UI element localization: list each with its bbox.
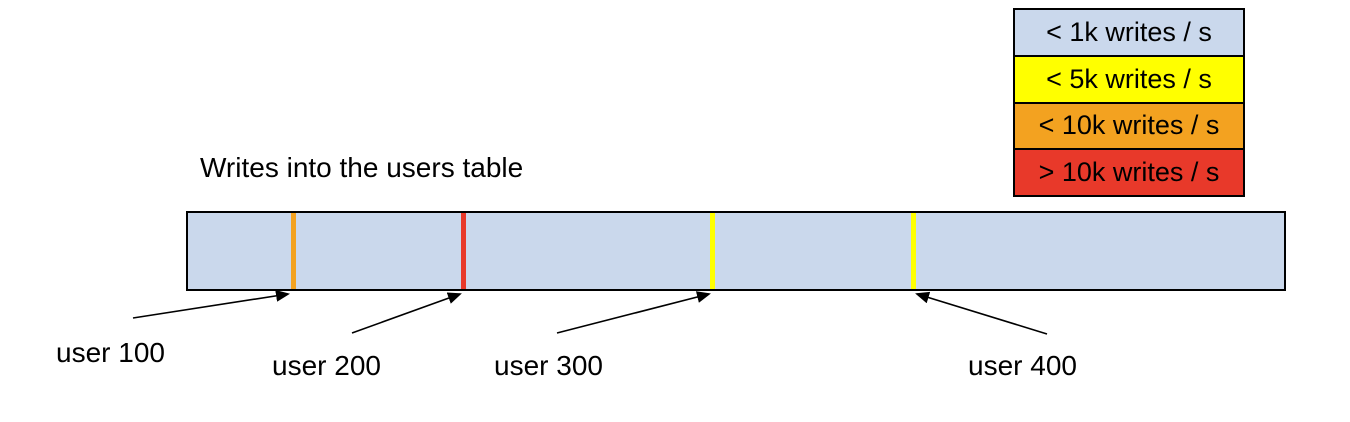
- diagram-title: Writes into the users table: [200, 152, 524, 183]
- legend-item: < 10k writes / s: [1015, 103, 1243, 151]
- legend-item: < 1k writes / s: [1015, 10, 1243, 57]
- legend-item: > 10k writes / s: [1015, 150, 1243, 195]
- write-hotspot-stripe: [709, 213, 715, 289]
- legend-item-label: < 5k writes / s: [1046, 63, 1212, 94]
- write-hotspot-stripe: [910, 213, 916, 289]
- users-table-bar: [186, 211, 1286, 291]
- annotation-arrow: [132, 289, 290, 319]
- legend-item-label: > 10k writes / s: [1038, 157, 1220, 188]
- annotation-arrow: [556, 291, 711, 334]
- user-label: user 200: [272, 350, 381, 381]
- legend-item-label: < 10k writes / s: [1038, 110, 1220, 141]
- annotation-arrow: [915, 291, 1048, 335]
- legend-item-label: < 1k writes / s: [1046, 16, 1212, 47]
- annotation-arrow: [351, 292, 462, 334]
- legend-item: < 5k writes / s: [1015, 56, 1243, 104]
- write-hotspot-stripe: [460, 213, 466, 289]
- user-label: user 400: [968, 350, 1077, 381]
- user-label: user 100: [56, 337, 165, 368]
- legend: < 1k writes / s < 5k writes / s < 10k writ…: [1013, 8, 1245, 197]
- user-label: user 300: [494, 350, 603, 381]
- write-hotspot-stripe: [290, 213, 296, 289]
